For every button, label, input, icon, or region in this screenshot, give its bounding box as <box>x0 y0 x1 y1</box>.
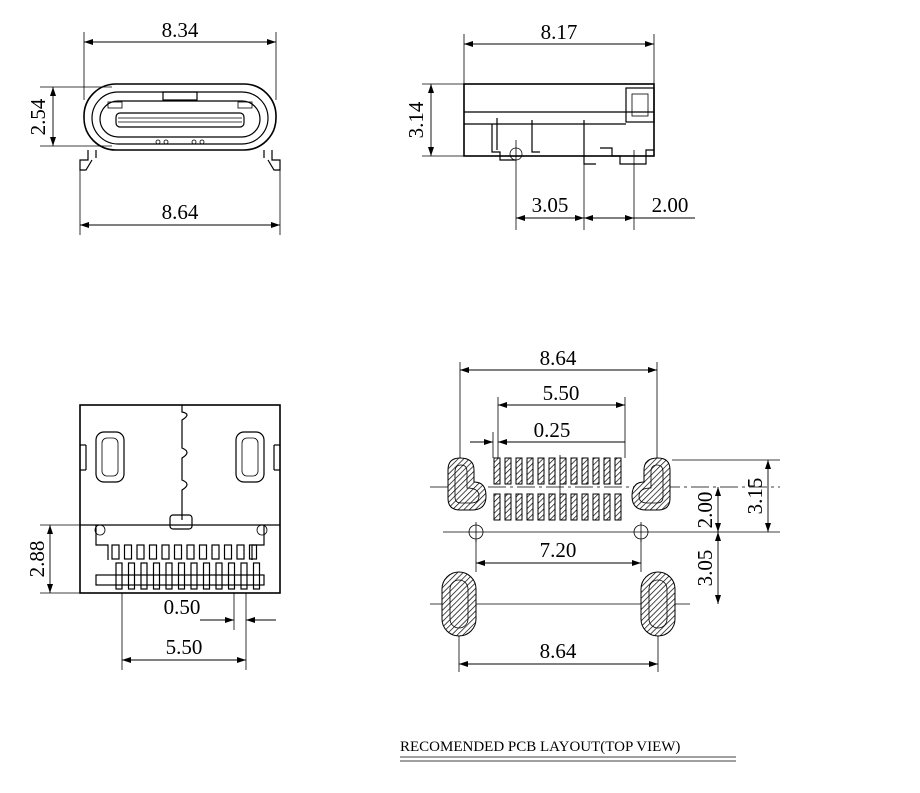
pcb-slot-offset-label: 3.05 <box>693 550 717 587</box>
bottom-pin <box>123 544 133 560</box>
pcb-pads <box>493 457 622 521</box>
bottom-pin <box>111 544 120 560</box>
smt-pad <box>603 457 611 485</box>
bottom-pin <box>148 544 158 560</box>
smt-pad <box>515 493 523 521</box>
smt-pad <box>537 457 545 485</box>
bottom-pin <box>211 544 220 560</box>
front-width-bottom-label: 8.64 <box>162 200 199 224</box>
smt-pad <box>559 493 567 521</box>
bottom-pins <box>111 544 261 590</box>
smt-pad <box>537 493 545 521</box>
side-pitch-a-label: 3.05 <box>532 193 569 217</box>
pcb-row-gap-label: 2.00 <box>693 492 717 529</box>
smt-pad <box>548 493 556 521</box>
side-view: 8.17 3.14 3.05 2.00 <box>404 20 695 230</box>
bottom-pin <box>236 544 245 560</box>
front-height-label: 2.54 <box>26 98 50 135</box>
bottom-contact <box>240 562 248 590</box>
front-width-top-label: 8.34 <box>162 18 199 42</box>
smt-pad <box>614 493 622 521</box>
smt-pad <box>559 457 567 485</box>
bottom-pin <box>161 544 170 560</box>
bottom-contact <box>215 562 223 590</box>
pcb-pad-span-label: 5.50 <box>543 381 580 405</box>
bottom-pin <box>223 544 233 560</box>
smt-pad <box>581 457 589 485</box>
bottom-pitch-label: 0.50 <box>164 595 201 619</box>
pcb-caption: RECOMENDED PCB LAYOUT(TOP VIEW) <box>400 739 680 755</box>
bottom-pin <box>198 544 208 560</box>
bottom-contact <box>127 562 136 590</box>
side-pitch-b-label: 2.00 <box>652 193 689 217</box>
smt-pad <box>603 493 611 521</box>
bottom-height-label: 2.88 <box>25 541 49 578</box>
pcb-outer-width-label: 8.64 <box>540 346 577 370</box>
bottom-contact <box>115 562 123 590</box>
front-view: 8.34 2.54 8.64 <box>26 18 281 235</box>
smt-pad <box>515 457 523 485</box>
bottom-pin <box>173 544 183 560</box>
smt-pad <box>614 457 622 485</box>
smt-pad <box>504 457 512 485</box>
smt-pad <box>504 493 512 521</box>
bottom-contact <box>177 562 186 590</box>
smt-pad <box>548 457 556 485</box>
bottom-contact <box>165 562 173 590</box>
pcb-pad-width-label: 0.25 <box>534 418 571 442</box>
bottom-contact <box>190 562 198 590</box>
pcb-slot-width-label: 8.64 <box>540 639 577 663</box>
bottom-contact <box>202 562 211 590</box>
bottom-view: 2.88 0.50 5.50 <box>25 404 281 670</box>
side-length-label: 8.17 <box>541 20 578 44</box>
bottom-span-label: 5.50 <box>166 635 203 659</box>
bottom-pin <box>186 544 195 560</box>
bottom-contact <box>252 562 261 590</box>
side-height-label: 3.14 <box>404 101 428 138</box>
bottom-contact <box>152 562 161 590</box>
bottom-contact <box>140 562 148 590</box>
smt-pad <box>526 493 534 521</box>
smt-pad <box>592 493 600 521</box>
bottom-pin <box>248 544 258 560</box>
pcb-hole-spacing-label: 7.20 <box>540 538 577 562</box>
smt-pad <box>570 457 578 485</box>
smt-pad <box>581 493 589 521</box>
smt-pad <box>493 457 501 485</box>
smt-pad <box>526 457 534 485</box>
smt-pad <box>592 457 600 485</box>
bottom-pin <box>136 544 145 560</box>
pcb-height-label: 3.15 <box>743 478 767 515</box>
bottom-contact <box>227 562 236 590</box>
smt-pad <box>570 493 578 521</box>
pcb-layout: 8.64 5.50 0.25 7.20 <box>400 346 780 762</box>
smt-pad <box>493 493 501 521</box>
